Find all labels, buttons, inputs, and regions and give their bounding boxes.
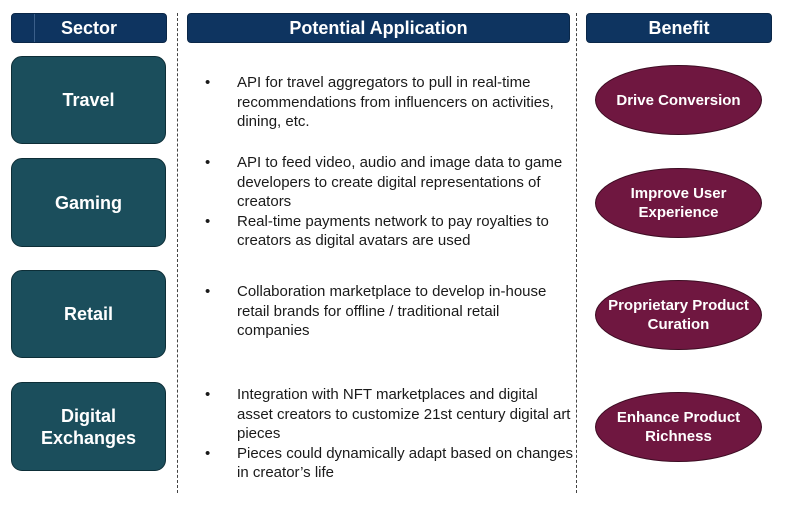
benefit-header-label: Benefit bbox=[648, 17, 710, 38]
application-column-header: Potential Application bbox=[187, 13, 570, 43]
application-bullet: API for travel aggregators to pull in re… bbox=[205, 73, 575, 132]
application-list-travel: API for travel aggregators to pull in re… bbox=[205, 73, 575, 132]
sector-box-digital-exchanges: Digital Exchanges bbox=[11, 382, 166, 471]
benefit-label: Improve User Experience bbox=[630, 185, 727, 221]
benefit-label: Enhance Product Richness bbox=[616, 409, 741, 445]
benefit-column-header: Benefit bbox=[586, 13, 772, 43]
benefit-label: Drive Conversion bbox=[616, 91, 741, 109]
sector-label: Gaming bbox=[54, 192, 122, 213]
sector-box-retail: Retail bbox=[11, 270, 166, 358]
column-divider-left bbox=[177, 13, 178, 493]
application-bullet: Real-time payments network to pay royalt… bbox=[205, 212, 575, 251]
sector-label: Retail bbox=[63, 304, 114, 324]
sector-box-travel: Travel bbox=[11, 56, 166, 144]
benefit-ellipse-travel: Drive Conversion bbox=[595, 65, 762, 135]
application-list-digital-exchanges: Integration with NFT marketplaces and di… bbox=[205, 385, 575, 483]
application-bullet: Collaboration marketplace to develop in-… bbox=[205, 282, 575, 341]
sector-label: Digital Exchanges bbox=[40, 405, 137, 448]
application-bullet: Integration with NFT marketplaces and di… bbox=[205, 385, 575, 444]
header-divider bbox=[34, 14, 35, 42]
column-divider-right bbox=[576, 13, 577, 493]
sector-column-header: Sector bbox=[11, 13, 167, 43]
application-bullet: Pieces could dynamically adapt based on … bbox=[205, 444, 575, 483]
application-bullet: API to feed video, audio and image data … bbox=[205, 153, 575, 212]
sector-header-label: Sector bbox=[60, 17, 118, 38]
application-list-gaming: API to feed video, audio and image data … bbox=[205, 153, 575, 251]
benefit-ellipse-digital-exchanges: Enhance Product Richness bbox=[595, 392, 762, 462]
benefit-label: Proprietary Product Curation bbox=[608, 297, 749, 333]
sector-label: Travel bbox=[62, 90, 115, 110]
benefit-ellipse-retail: Proprietary Product Curation bbox=[595, 280, 762, 350]
application-list-retail: Collaboration marketplace to develop in-… bbox=[205, 282, 575, 341]
benefit-ellipse-gaming: Improve User Experience bbox=[595, 168, 762, 238]
sector-box-gaming: Gaming bbox=[11, 158, 166, 247]
application-header-label: Potential Application bbox=[289, 17, 468, 38]
